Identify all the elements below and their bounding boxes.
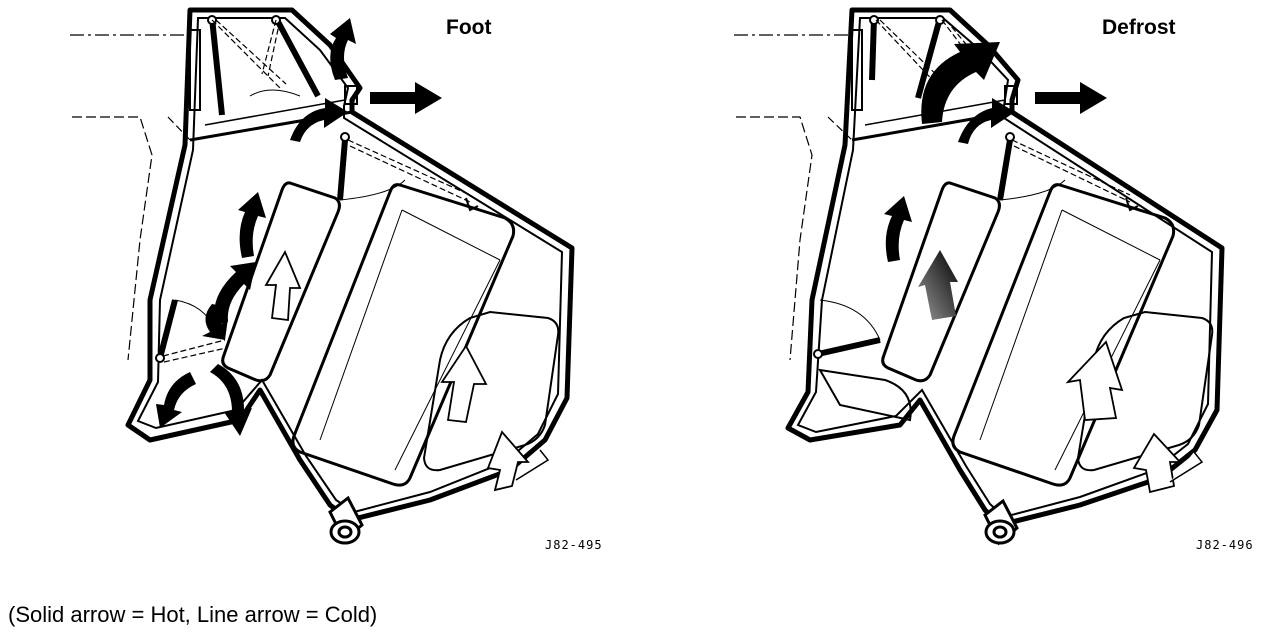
evaporator-core [221, 181, 341, 383]
inlet-pocket [1076, 310, 1214, 472]
hot-arrow-vent-outlet [1035, 82, 1107, 114]
cold-air-arrows [264, 249, 550, 492]
evaporator-core [881, 181, 1001, 383]
hot-arrow-upper [290, 98, 348, 142]
cold-air-arrows [1065, 340, 1204, 494]
upper-vent-box [189, 15, 358, 116]
blend-door [997, 132, 1131, 203]
hot-arrow-defrost-outlet [330, 18, 356, 80]
hot-air-arrows [156, 18, 442, 436]
hot-arrow-upper [958, 98, 1015, 144]
gradient-arrow [918, 250, 958, 320]
floor-flap [155, 299, 227, 363]
drain-tube [328, 495, 364, 545]
hot-arrow-defrost-outlet [921, 42, 1000, 124]
cold-arrow-evaporator [264, 249, 302, 322]
cold-arrow-heater [1065, 340, 1124, 421]
hot-arrow-mid-up [884, 196, 912, 262]
defrost-heater-diagram [734, 7, 1225, 546]
defrost-diagram-panel: Defrost J82-496 [640, 0, 1280, 560]
hot-arrow-vent-outlet [370, 82, 442, 114]
hot-arrow-foot-right [210, 364, 252, 436]
panel-title: Foot [446, 16, 492, 39]
figure-code: J82-496 [1196, 538, 1254, 552]
arrow-legend: (Solid arrow = Hot, Line arrow = Cold) [8, 602, 378, 627]
figure-code: J82-495 [545, 538, 603, 552]
hot-arrow-foot-left [156, 372, 196, 428]
foot-heater-diagram [70, 7, 575, 545]
cold-arrow-heater [440, 344, 488, 423]
heater-core [951, 183, 1176, 487]
hot-arrow-mid [214, 262, 256, 325]
hot-arrow-mid-up [238, 192, 266, 258]
upper-vent-box [851, 15, 1018, 111]
blend-door [337, 132, 471, 203]
hot-arrow-mid-down [202, 304, 228, 340]
foot-diagram-panel: Foot J82-495 [0, 0, 640, 560]
reference-lines [734, 34, 853, 361]
cold-arrow-inlet [486, 430, 530, 492]
cold-arrow-inlet [1132, 432, 1183, 494]
hot-air-arrows [884, 42, 1107, 262]
heater-core [291, 183, 516, 487]
mixed-air-arrow [918, 250, 958, 320]
inlet-pocket [422, 310, 560, 472]
panel-title: Defrost [1102, 16, 1176, 39]
floor-flap [813, 299, 912, 422]
drain-tube [983, 498, 1019, 546]
